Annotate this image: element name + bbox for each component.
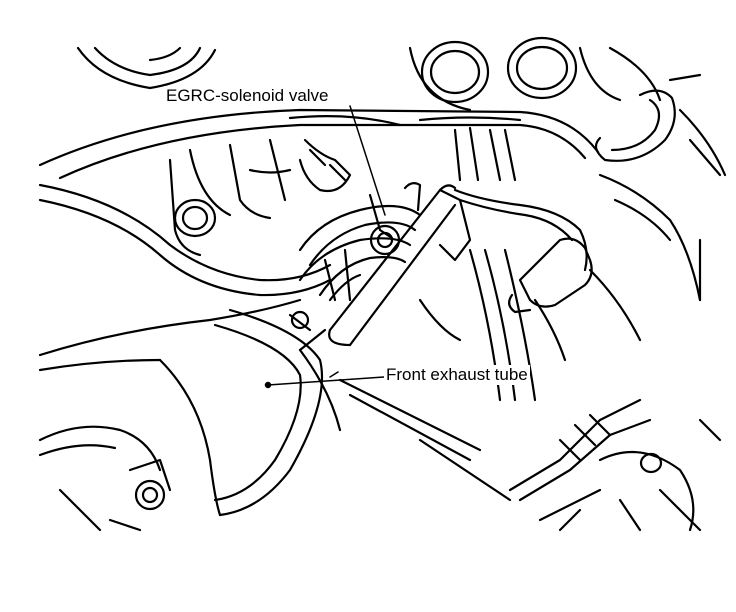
front-exhaust-tube-label: Front exhaust tube: [384, 365, 530, 385]
air-intake-duct: [38, 298, 342, 517]
upper-left-bracket: [76, 46, 217, 90]
upper-cowl: [38, 108, 600, 180]
exhaust-tube: [298, 184, 472, 352]
vertical-hoses: [453, 126, 588, 402]
reservoir-caps: [408, 36, 622, 112]
egrc-solenoid-valve-label: EGRC-solenoid valve: [164, 86, 331, 106]
lower-left-bracket: [38, 425, 172, 532]
lower-right-frame: [338, 378, 722, 532]
solenoid-wiring: [298, 181, 422, 302]
engine-block-left: [168, 138, 352, 257]
strut-tower: [594, 46, 727, 302]
left-air-duct: [38, 183, 332, 297]
right-canister: [508, 237, 642, 362]
leader-lines: [264, 105, 386, 389]
